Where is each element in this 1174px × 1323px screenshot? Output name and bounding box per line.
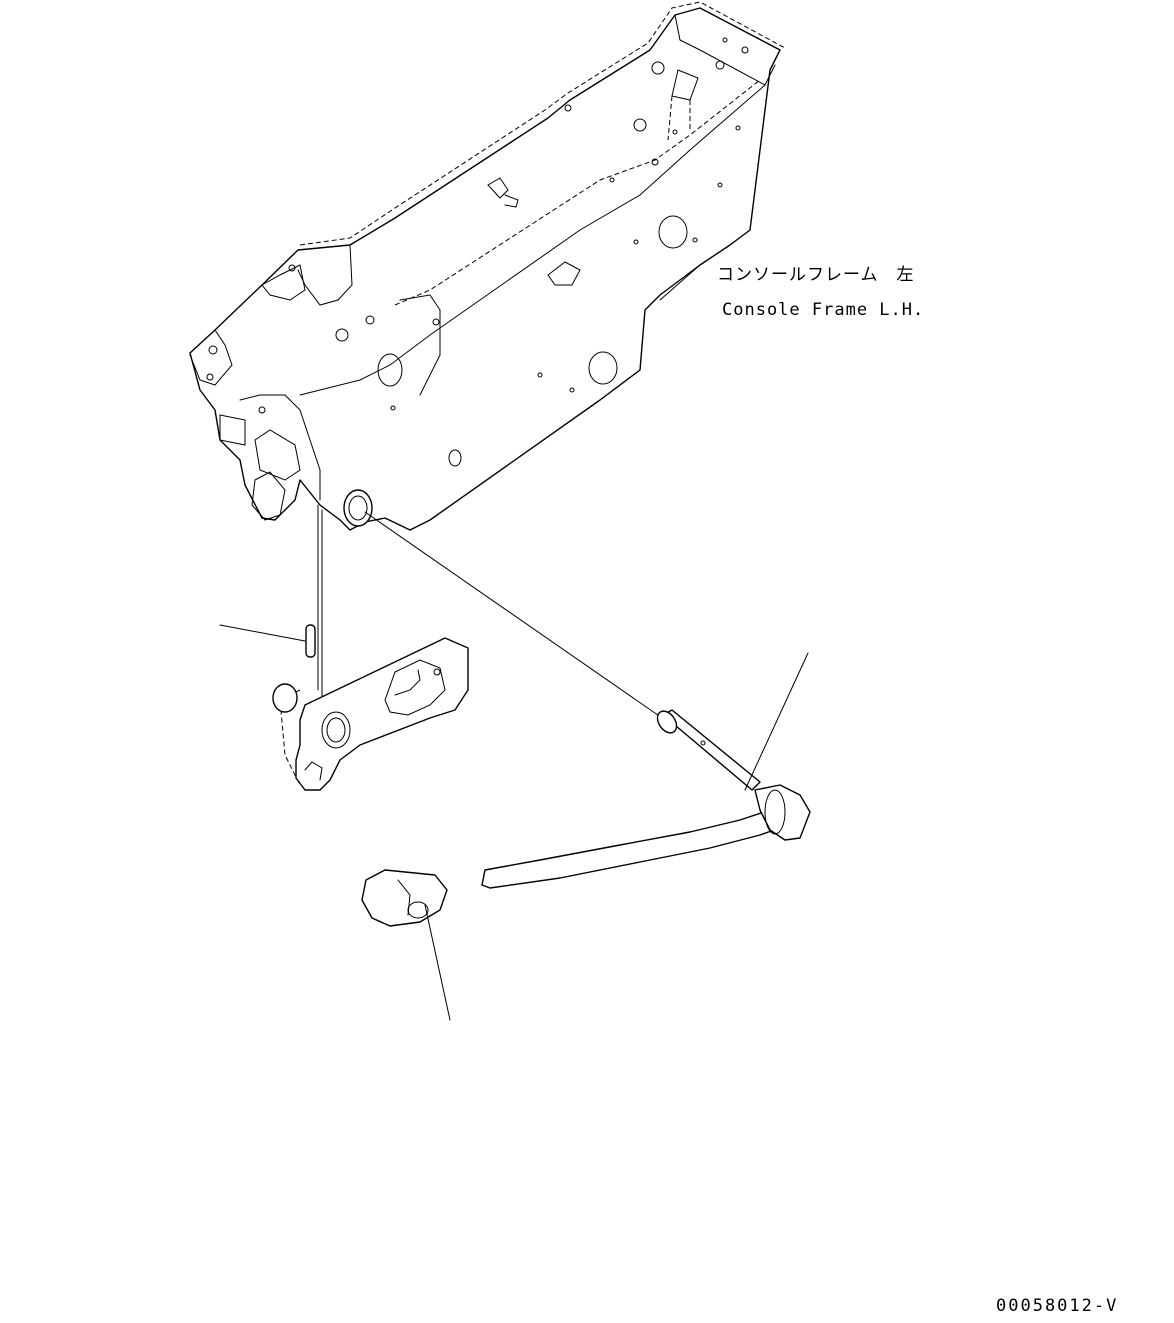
assembly-line-lever <box>364 511 666 721</box>
lever-leader-line <box>744 652 809 791</box>
lever-bracket <box>272 637 469 791</box>
pin-leader-line <box>219 624 306 642</box>
knob-leader-line <box>424 904 451 1021</box>
frame-label-japanese: コンソールフレーム 左 <box>717 265 915 285</box>
console-frame-lh <box>189 1 786 531</box>
lever-rod <box>481 652 811 889</box>
drawing-code: 00058012-V <box>996 1296 1119 1316</box>
spring-pin <box>219 624 316 658</box>
frame-label-english: Console Frame L.H. <box>722 300 925 320</box>
lever-knob <box>361 869 451 1021</box>
